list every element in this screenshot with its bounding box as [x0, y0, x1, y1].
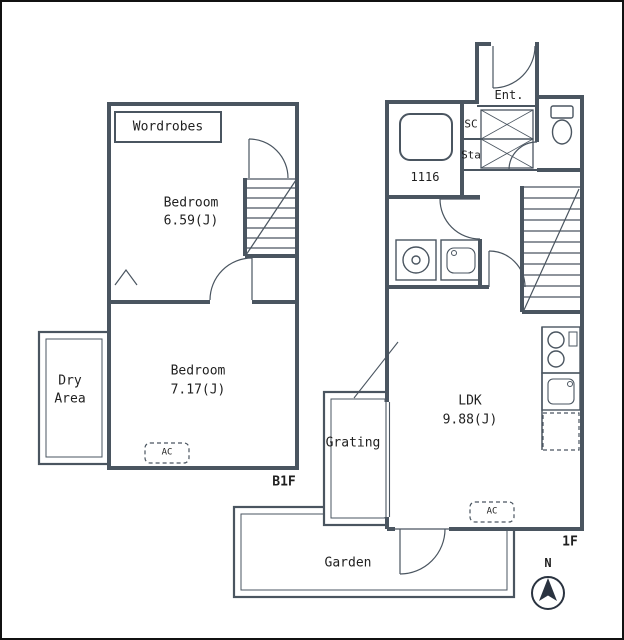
room-label-bedroom-upper: Bedroom [163, 195, 219, 211]
door-arc-entrance [492, 45, 536, 89]
window-lines-ldk [384, 402, 391, 517]
ac-label-1f: AC [486, 506, 498, 517]
compass-north-label: N [544, 556, 552, 570]
walls-1f [385, 42, 584, 531]
floor-label-1f: 1F [562, 534, 578, 550]
ac-unit-b1f-icon [144, 442, 190, 464]
door-arc-washroom [439, 198, 481, 240]
vanity-sink-icon [440, 239, 482, 281]
room-size-bedroom-lower: 7.17(J) [170, 382, 226, 398]
ac-unit-1f-icon [469, 501, 515, 523]
closet-doors-icon [480, 109, 534, 169]
floor-label-b1f: B1F [272, 474, 296, 490]
garden-label: Garden [324, 555, 372, 571]
grating-label: Grating [325, 435, 381, 451]
door-arc-wc [508, 141, 538, 171]
entrance-label: Ent. [494, 88, 524, 102]
dry-area-outline [37, 330, 111, 466]
grating-outline [322, 390, 394, 527]
door-arc-terrace [395, 528, 449, 575]
refrigerator-outline [542, 412, 580, 451]
stairs-b1f-icon [245, 178, 297, 256]
vent-mark-icon [114, 268, 138, 286]
entrance-mask [477, 44, 537, 102]
bathtub-icon [399, 113, 453, 161]
room-size-ldk: 9.88(J) [442, 412, 498, 428]
stairs-1f-icon [522, 186, 582, 311]
dry-area-label-line1: Dry [58, 373, 82, 389]
compass-icon [531, 576, 565, 610]
door-arc-ldk [488, 250, 526, 288]
storage-label: Sta [461, 148, 481, 162]
bathtub-size-label: 1116 [410, 170, 440, 184]
washing-machine-icon [395, 239, 437, 281]
door-arc-b1f-lower [209, 257, 253, 301]
window-break-line [353, 341, 399, 399]
toilet-icon [550, 105, 574, 145]
wardrobe-box [114, 111, 222, 143]
ac-label-b1f: AC [161, 447, 173, 458]
room-label-bedroom-lower: Bedroom [170, 363, 226, 379]
door-arc-b1f-upper [248, 138, 289, 179]
walls-b1f [107, 102, 299, 470]
room-size-bedroom-upper: 6.59(J) [163, 213, 219, 229]
shoe-closet-label: SC [464, 117, 478, 131]
kitchen-sink-icon [541, 372, 581, 411]
room-label-ldk: LDK [458, 393, 482, 409]
dry-area-label-line2: Area [54, 391, 86, 407]
wardrobe-label: Wordrobes [132, 119, 204, 135]
